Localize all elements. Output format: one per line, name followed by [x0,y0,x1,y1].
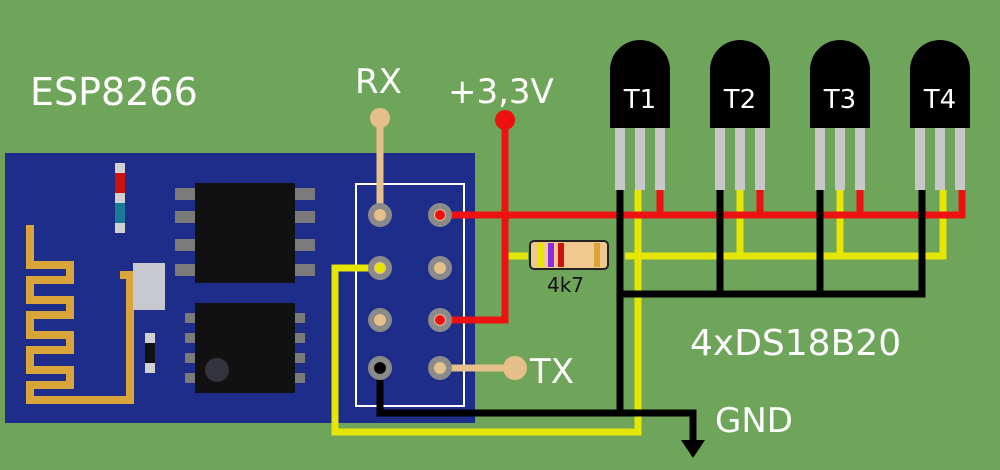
gnd-label: GND [715,401,793,441]
component [145,333,155,343]
vcc-pin-joint [435,210,445,220]
sensor-t3: T3 [810,40,870,190]
sensors-label: 4xDS18B20 [690,323,901,364]
esp8266-board [5,153,475,423]
sensor-t2: T2 [710,40,770,190]
sensor-label: T1 [623,85,656,115]
component [115,193,125,203]
diode [145,343,155,363]
vcc-label: +3,3V [448,72,554,112]
rx-label: RX [355,62,402,102]
antenna-trace [26,225,134,404]
rx-tx-wires [376,118,515,372]
sensor-t4: T4 [910,40,970,190]
rx-terminal [370,108,390,128]
gnd-arrow [681,440,705,458]
tx-terminal [503,356,527,380]
module-label: ESP8266 [30,70,198,114]
sensor-t1: T1 [610,40,670,190]
resistor-label: 4k7 [547,273,584,297]
component [115,163,125,173]
component [115,223,125,233]
gnd-pin-joint [375,363,385,373]
sensor-label: T3 [823,85,856,115]
crystal [133,263,165,310]
flash-chip [175,183,315,283]
sensor-label: T2 [723,85,756,115]
led-blue [115,203,125,223]
led-red [115,173,125,193]
component [145,363,155,373]
data-pin-joint [375,263,385,273]
gnd-wires [376,190,926,440]
enable-pin-joint [435,315,445,325]
vcc-terminal [495,110,515,130]
soc-chip [185,303,305,393]
pin-header-outline [355,183,465,407]
rx-pin-joint [375,210,385,220]
tx-label: TX [529,352,574,392]
vcc-wires [440,120,966,324]
pullup-resistor [529,240,609,270]
sensor-label: T4 [923,85,956,115]
